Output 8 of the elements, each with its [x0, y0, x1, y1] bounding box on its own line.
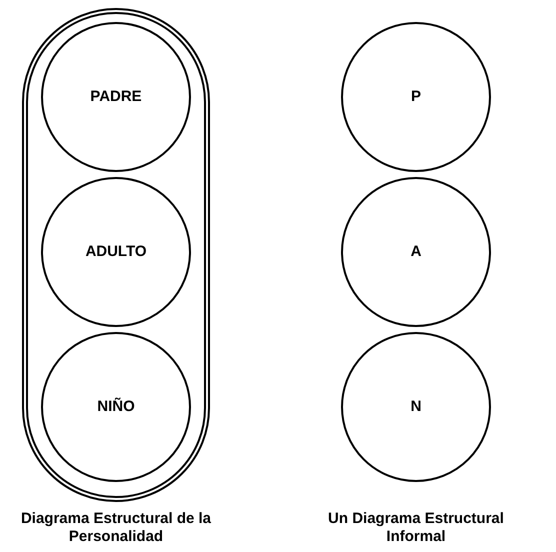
- node-label: ADULTO: [85, 242, 147, 262]
- node-label: P: [410, 86, 421, 107]
- node-label: A: [410, 242, 422, 262]
- node-label: NIÑO: [97, 396, 135, 417]
- node-label: N: [410, 396, 422, 417]
- node-label: PADRE: [90, 86, 142, 107]
- caption: Un Diagrama Estructural Informal: [327, 510, 505, 546]
- caption: Diagrama Estructural de la Personalidad: [20, 510, 212, 546]
